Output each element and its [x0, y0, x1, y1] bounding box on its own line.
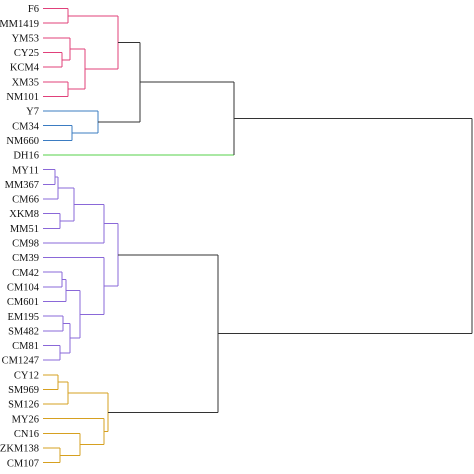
leaf-label: SM126 [8, 400, 39, 411]
leaf-label: ZKM138 [0, 444, 39, 455]
leaf-label: CM34 [12, 121, 40, 132]
leaf-label: CY12 [14, 370, 39, 381]
leaf-label: CN16 [14, 429, 39, 440]
leaf-label: F6 [28, 4, 39, 15]
leaf-label: CM1247 [2, 356, 39, 367]
leaf-label: SM482 [8, 326, 39, 337]
leaf-labels: F6MM1419YM53CY25KCM4XM35NM101Y7CM34NM660… [0, 4, 40, 469]
leaf-label: KCM4 [10, 63, 40, 74]
leaf-label: XM35 [12, 77, 39, 88]
leaf-label: NM101 [6, 92, 39, 103]
leaf-label: CM39 [12, 253, 39, 264]
leaf-label: CY25 [14, 48, 39, 59]
leaf-label: CM107 [7, 458, 39, 469]
leaf-label: DH16 [13, 151, 39, 162]
leaf-label: CM601 [7, 297, 39, 308]
leaf-label: MM367 [5, 180, 39, 191]
leaf-label: MY26 [12, 414, 39, 425]
leaf-label: Y7 [26, 107, 39, 118]
leaf-label: CM104 [7, 282, 40, 293]
leaf-label: CM42 [12, 268, 39, 279]
leaf-label: MM1419 [0, 19, 39, 30]
leaf-label: EM195 [8, 312, 40, 323]
leaf-label: XKM8 [9, 209, 39, 220]
leaf-label: YM53 [12, 33, 39, 44]
leaf-label: MY11 [12, 165, 39, 176]
leaf-label: NM660 [6, 136, 39, 147]
leaf-label: MM51 [10, 224, 39, 235]
leaf-label: CM81 [12, 341, 39, 352]
dendrogram-branches [43, 8, 473, 464]
leaf-label: SM969 [8, 385, 39, 396]
leaf-label: CM66 [12, 195, 39, 206]
leaf-label: CM98 [12, 239, 39, 250]
